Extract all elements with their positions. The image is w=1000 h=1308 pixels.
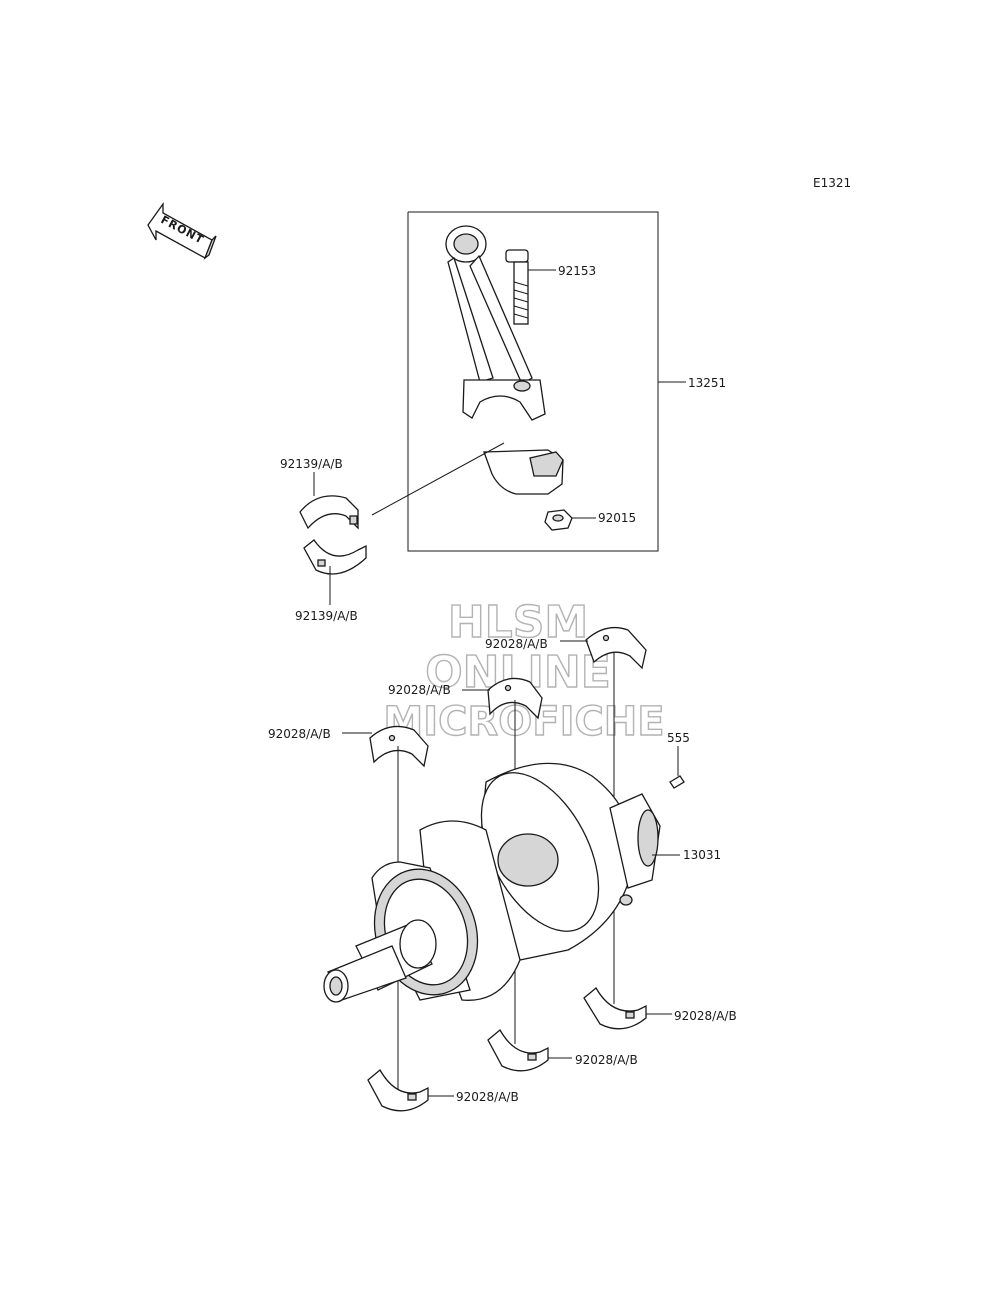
watermark-line-1: HLSM (448, 597, 588, 648)
label-92028-2: 92028/A/B (388, 683, 451, 697)
front-arrow-icon: FRONT (147, 201, 217, 260)
label-555: 555 (667, 731, 690, 745)
rod-bolt (505, 249, 529, 325)
label-13031: 13031 (683, 848, 721, 862)
main-bearing-6 (367, 1069, 429, 1112)
bearing-to-rod-line (371, 442, 505, 516)
label-92139-lower: 92139/A/B (295, 609, 358, 623)
label-92015: 92015 (598, 511, 636, 525)
label-92153: 92153 (558, 264, 596, 278)
main-bearing-5 (487, 1029, 549, 1072)
connecting-rod (445, 225, 546, 421)
main-bearing-1 (369, 725, 429, 768)
crankshaft (323, 762, 661, 1003)
label-92139-upper: 92139/A/B (280, 457, 343, 471)
rod-assembly-box (407, 211, 686, 552)
watermark-line-3: MICROFICHE (383, 699, 664, 745)
main-bearing-3 (585, 626, 647, 670)
rod-bearing-lower (303, 539, 367, 575)
label-92028-6: 92028/A/B (456, 1090, 519, 1104)
pin (669, 775, 685, 789)
label-92028-1: 92028/A/B (268, 727, 331, 741)
rod-cap (483, 449, 564, 495)
label-13251: 13251 (688, 376, 726, 390)
label-92028-3: 92028/A/B (485, 637, 548, 651)
main-bearing-2 (487, 677, 543, 720)
diagram-code: E1321 (813, 176, 851, 190)
watermark: HLSM ONLINE MICROFICHE (383, 596, 666, 745)
main-bearing-4 (583, 987, 647, 1030)
rod-nut (544, 509, 573, 531)
label-92028-5: 92028/A/B (575, 1053, 638, 1067)
rod-bearing-upper (299, 495, 359, 530)
label-92028-4: 92028/A/B (674, 1009, 737, 1023)
